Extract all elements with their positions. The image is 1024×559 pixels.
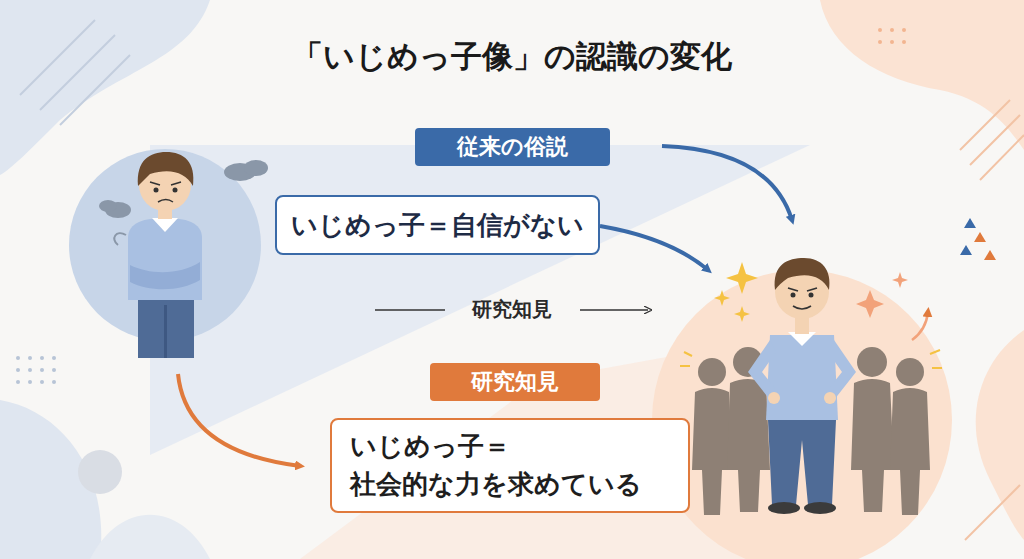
diagram-title: 「いじめっ子像」の認識の変化 — [0, 36, 1024, 78]
claim-box: いじめっ子＝ 社会的な力を求めている — [330, 418, 690, 513]
node-text: いじめっ子＝ 社会的な力を求めている — [350, 428, 670, 503]
node-text: いじめっ子＝自信がない — [291, 208, 584, 243]
node-text: 従来の俗説 — [457, 132, 568, 162]
tag-box: 研究知見 — [430, 363, 600, 401]
tag-box: 従来の俗説 — [415, 128, 610, 166]
claim-box: いじめっ子＝自信がない — [275, 195, 600, 255]
section-label: 研究知見 — [452, 296, 572, 323]
node-text: 研究知見 — [471, 367, 559, 397]
